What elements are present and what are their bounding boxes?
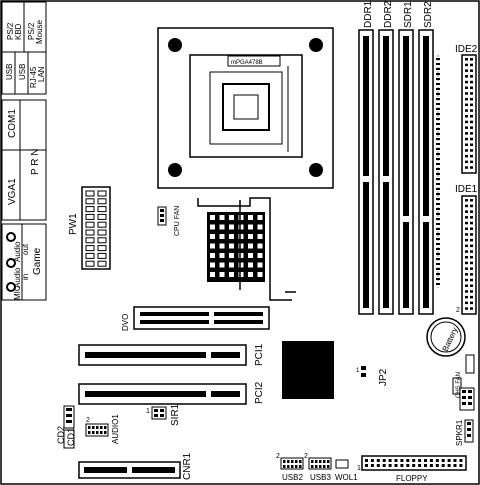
back-panel: PS/2 KBD PS/2 Mouse USB USB RJ-45 LAN CO… [1,1,47,301]
mic-label: MIC [13,285,22,300]
heatsink [197,197,296,301]
rj45-label: RJ-45 [29,66,38,88]
svg-text:2: 2 [304,453,308,460]
spkr1-label: SPKR1 [455,419,464,446]
audio1-header: 2 AUDIO1 [85,414,120,444]
usb-label-1: USB [5,64,14,80]
dvo-slot: DVO [121,306,270,331]
svg-text:2: 2 [456,307,460,314]
usb3-label: USB3 [310,473,331,482]
pci1-slot: PCI1 [78,343,265,366]
svg-text:out: out [21,243,30,255]
ps2-mouse-label: PS/2 [27,22,36,40]
cpu-fan-header: CPU FAN [157,206,181,236]
svg-text:KBD: KBD [14,23,23,40]
sir1-header: 1 SIR1 [146,403,181,426]
sdr1-label: SDR1 [403,1,414,28]
chs-fan-label: CHS FAN [456,372,462,398]
pci2-label: PCI2 [254,381,265,404]
cpu-fan-label: CPU FAN [174,206,181,236]
sdr2-label: SDR2 [423,1,434,28]
svg-text:2: 2 [276,453,280,460]
svg-text:Mouse: Mouse [35,19,44,44]
game-label: Game [32,247,43,275]
dvo-label: DVO [121,314,130,331]
jumper-column [436,55,440,288]
ide2-connector: IDE2 [455,44,478,174]
jp2-label: JP2 [378,368,389,386]
cnr1-slot: CNR1 [78,452,193,480]
svg-text:in: in [21,274,30,280]
usb2-label: USB2 [282,473,303,482]
usb-label-2: USB [18,64,27,80]
socket-label: mPGA478B [231,60,263,66]
com1-label: COM1 [7,109,18,138]
ide1-label: IDE1 [455,184,478,195]
pci2-slot: PCI2 [78,381,265,405]
pw1-label: PW1 [68,213,79,235]
prn-label: P R N [30,149,41,176]
ps2-kbd-label: PS/2 [6,22,15,40]
audio-in-label: Audio [13,267,22,288]
cpu-socket: mPGA478B [157,27,334,189]
jp2-jumper: 1 JP2 [356,366,389,386]
battery: Battery [426,317,466,357]
wol1-header: WOL1 [335,459,358,482]
sir1-label: SIR1 [170,403,181,426]
floppy-connector: 1 FLOPPY [357,455,467,483]
cd2-label: CD2 [56,426,66,444]
pci1-label: PCI1 [254,343,265,366]
ddr2-label: DDR2 [383,0,394,28]
cnr1-label: CNR1 [182,452,193,480]
pw1-connector: PW1 [68,186,111,270]
usb2-header: 2 USB2 [276,453,304,482]
svg-text:2: 2 [86,417,90,424]
audio1-label: AUDIO1 [111,414,120,444]
audio-out-label: Audio [13,241,22,262]
chipset [282,341,334,399]
svg-text:LAN: LAN [37,66,46,82]
ide2-label: IDE2 [455,44,478,55]
memory-slots: DDR1 DDR2 SDR1 SDR2 [358,0,434,315]
floppy-label: FLOPPY [396,474,428,483]
cd-headers: CD2 CD1 [56,405,76,449]
svg-text:1: 1 [357,465,361,472]
usb3-header: 2 USB3 [304,453,332,482]
chs-fan-header: CHS FAN [452,354,475,411]
cd1-label: CD1 [66,428,76,446]
ide1-connector: IDE1 2 [455,184,478,315]
wol1-label: WOL1 [335,473,358,482]
ddr1-label: DDR1 [363,0,374,28]
spkr1-header: SPKR1 [455,419,474,446]
vga1-label: VGA1 [7,178,18,205]
svg-text:1: 1 [146,408,150,415]
svg-text:1: 1 [356,368,360,374]
